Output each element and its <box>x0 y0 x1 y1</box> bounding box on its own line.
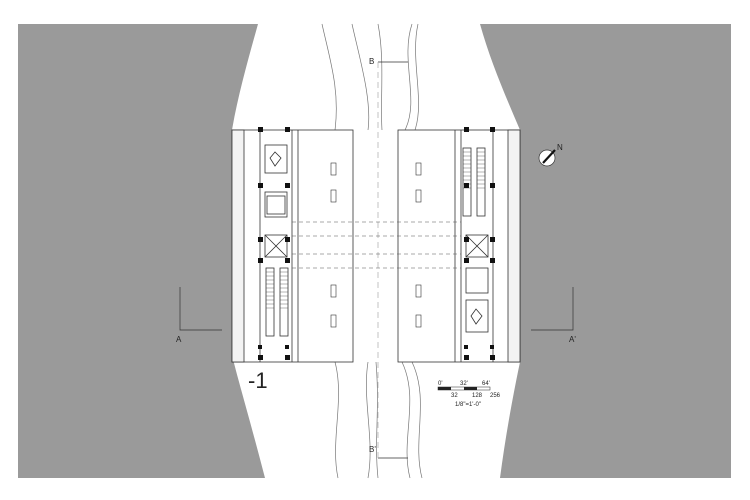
scale-tick-bottom-2: 256 <box>490 393 501 399</box>
level-label: -1 <box>248 368 268 393</box>
section-a-line <box>179 287 574 331</box>
north-label: N <box>557 143 563 152</box>
north-arrow <box>538 149 556 167</box>
section-b-top-label: B <box>369 57 374 66</box>
escalator-left <box>266 271 288 309</box>
wall-openings-right <box>415 162 422 328</box>
ground-right <box>480 24 731 478</box>
section-b-line <box>377 61 408 459</box>
columns-left <box>258 127 290 360</box>
scale-tick-top-0: 0' <box>438 381 442 387</box>
building-left <box>231 129 354 363</box>
scale-tick-top-2: 64' <box>482 381 490 387</box>
channel-lines <box>321 23 423 479</box>
scale-tick-bottom-1: 128 <box>472 393 483 399</box>
scale-caption: 1/8"=1'-0" <box>455 402 481 408</box>
scale-tick-top-1: 32' <box>460 381 468 387</box>
section-a-left-label: A <box>176 335 182 344</box>
scale-bar <box>437 386 491 391</box>
scale-tick-bottom-0: 32 <box>451 393 458 399</box>
section-b-bottom-label: B' <box>369 445 376 454</box>
wall-openings-left <box>330 162 337 328</box>
ground-left <box>18 24 265 478</box>
columns-right <box>464 127 495 360</box>
connector-tunnel <box>292 221 461 269</box>
section-a-right-label: A' <box>569 335 576 344</box>
